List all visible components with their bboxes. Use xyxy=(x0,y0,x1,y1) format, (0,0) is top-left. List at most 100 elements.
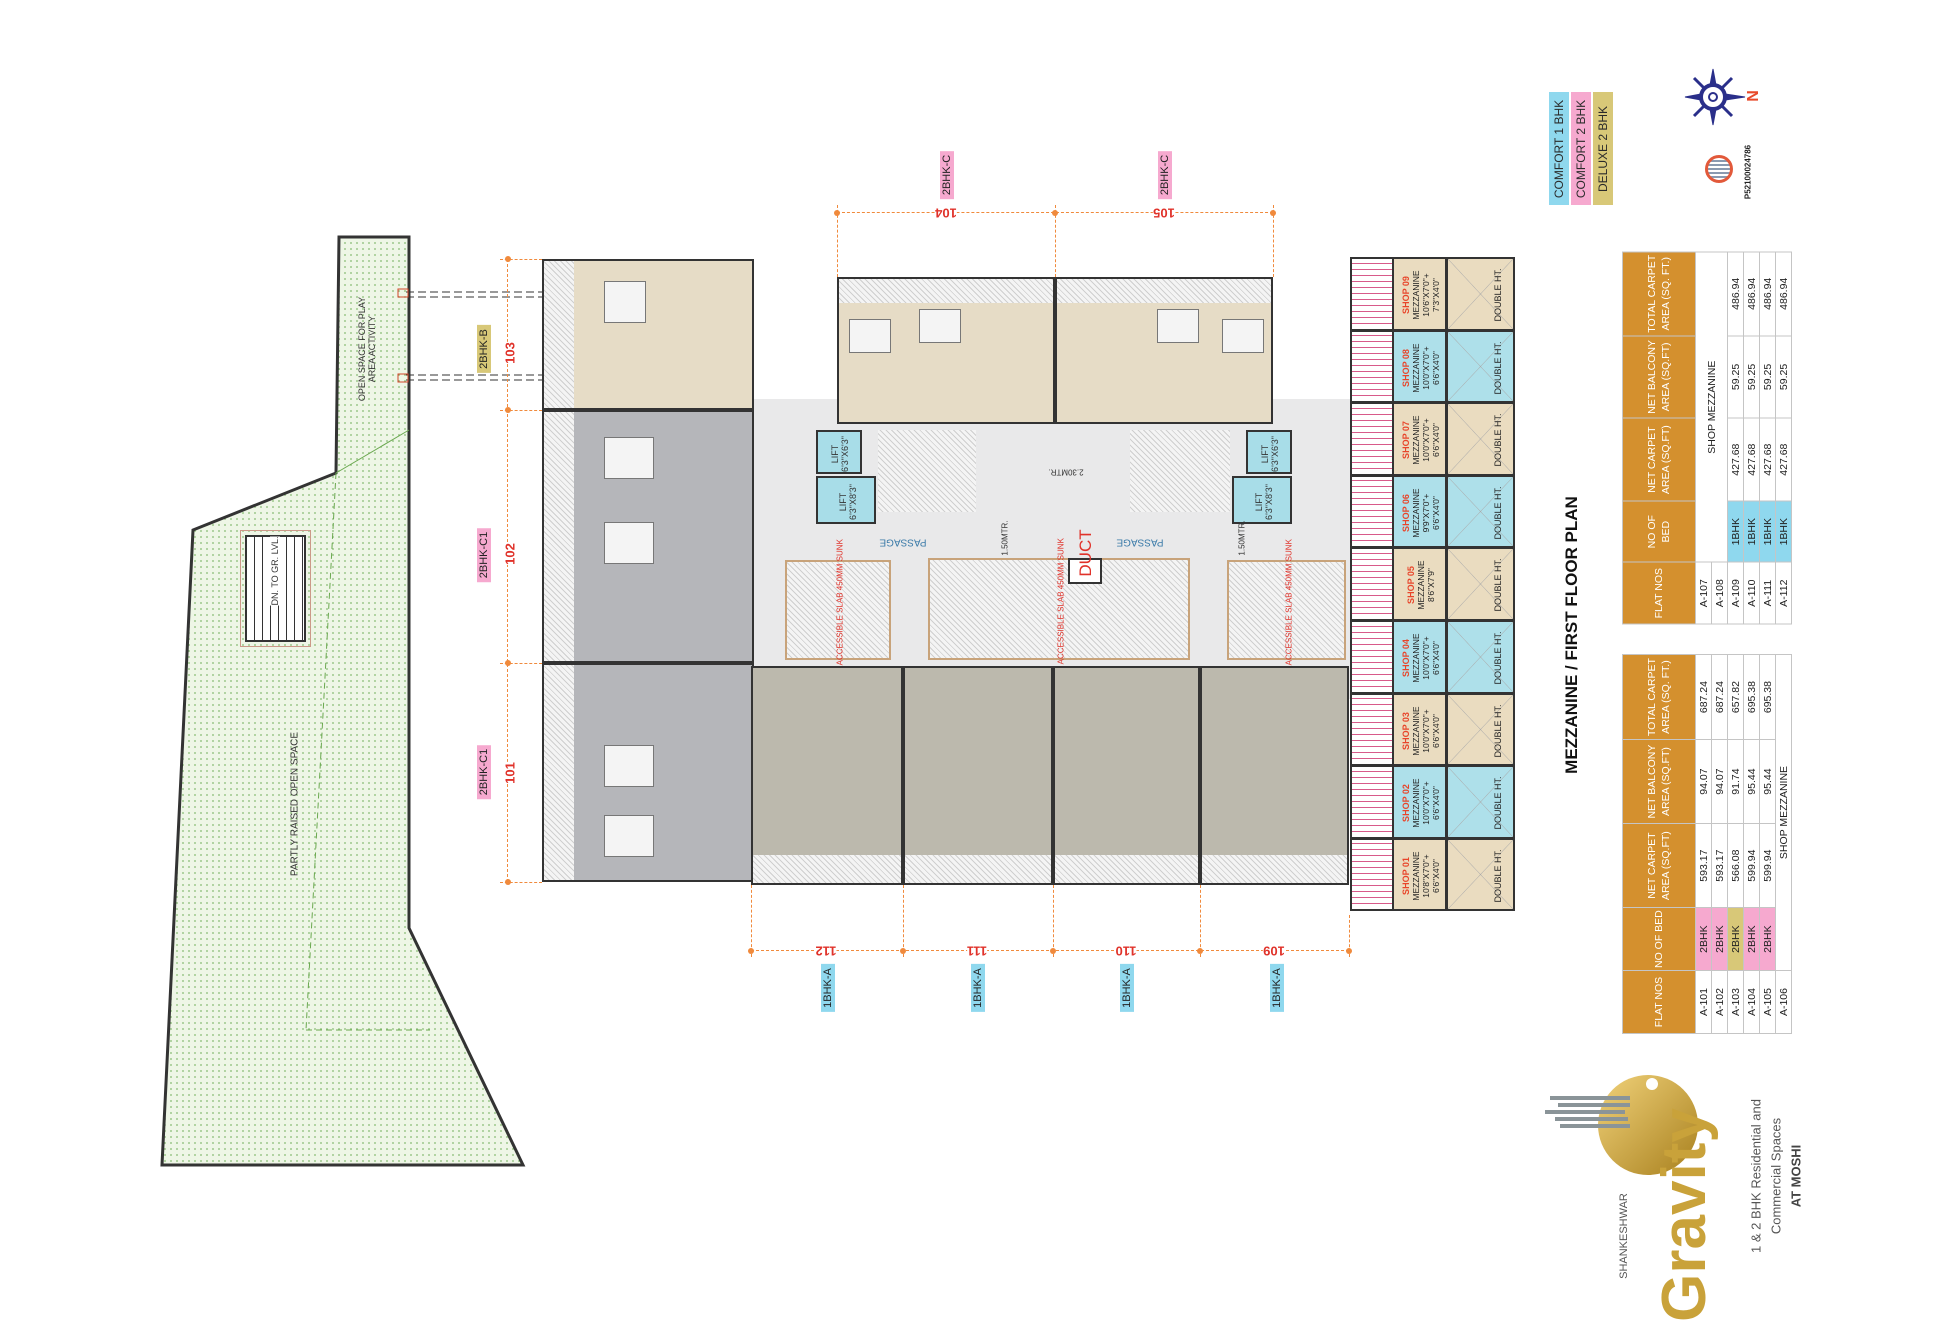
shop-dim-2: 6'6"X4'0" xyxy=(1431,786,1441,821)
table-header: FLAT NOS xyxy=(1622,562,1696,624)
shop-mezzanine-label: MEZZANINE xyxy=(1411,778,1421,828)
unit-109 xyxy=(1200,666,1349,885)
table-header: FLAT NOS xyxy=(1622,970,1696,1034)
passage-width-left: 1.50MTR. xyxy=(1000,520,1010,556)
row-note: SHOP MEZZANINE xyxy=(1775,654,1792,971)
table-header: TOTAL CARPET AREA (SQ. FT.) xyxy=(1622,252,1696,336)
bed-type: 2BHK xyxy=(1711,907,1728,971)
flat-no: A-102 xyxy=(1711,970,1728,1034)
flat-no: A-108 xyxy=(1711,562,1728,624)
shop-name: SHOP 03 xyxy=(1401,711,1411,750)
slab-top-left xyxy=(878,430,976,512)
lift-2: LIFT 6'3"X8'3" xyxy=(816,476,876,524)
double-height-label: DOUBLE HT. xyxy=(1493,704,1503,758)
shop-mezzanine-label: MEZZANINE xyxy=(1411,270,1421,320)
flat-no: A-103 xyxy=(1727,970,1744,1034)
legend-deluxe-2bhk: DELUXE 2 BHK xyxy=(1593,92,1613,205)
legend-comfort-2bhk: COMFORT 2 BHK xyxy=(1571,92,1591,205)
unit-type-tag: 2BHK-C1 xyxy=(477,527,491,583)
dimension-line-left xyxy=(507,259,508,882)
unit-type-tag: 2BHK-C xyxy=(1158,150,1172,200)
shop-dim-2: 6'6"X4'0" xyxy=(1431,713,1441,748)
shop-name: SHOP 06 xyxy=(1401,493,1411,532)
unit-111 xyxy=(903,666,1053,885)
shop-stair xyxy=(1352,404,1392,474)
net-balcony: 94.07 xyxy=(1695,739,1712,824)
unit-type-tag: 1BHK-A xyxy=(1120,964,1134,1012)
flat-no: A-111 xyxy=(1759,562,1776,624)
shop-name: SHOP 01 xyxy=(1401,856,1411,895)
shop-mezzanine-label: MEZZANINE xyxy=(1416,560,1426,610)
shop-double-height: DOUBLE HT. xyxy=(1448,404,1513,474)
shop-double-height: DOUBLE HT. xyxy=(1448,839,1513,910)
net-carpet: 427.68 xyxy=(1775,418,1792,502)
unit-110 xyxy=(1053,666,1200,885)
shop-name: SHOP 02 xyxy=(1401,784,1411,823)
logo-tagline-1: 1 & 2 BHK Residential and xyxy=(1748,1099,1764,1253)
bed-type: 1BHK xyxy=(1775,501,1792,563)
duct-label: DUCT xyxy=(1076,529,1095,577)
unit-number-112: 112 xyxy=(815,943,837,959)
table-header: NET CARPET AREA (SQ.FT) xyxy=(1622,418,1696,502)
unit-type-tag: 1BHK-A xyxy=(821,964,835,1012)
shop-stair xyxy=(1352,767,1392,837)
legend-label: COMFORT 2 BHK xyxy=(1574,99,1588,198)
net-carpet: 593.17 xyxy=(1711,823,1728,908)
shop-dim-1: 10'0"X7'0"+ xyxy=(1421,636,1431,680)
shop-double-height: DOUBLE HT. xyxy=(1448,259,1513,329)
table-header: NO OF BED xyxy=(1622,907,1696,971)
shop-mezzanine-label: MEZZANINE xyxy=(1411,488,1421,538)
passage-label-left: PASSAGE xyxy=(879,536,927,548)
double-height-label: DOUBLE HT. xyxy=(1493,776,1503,830)
shop-name: SHOP 07 xyxy=(1401,421,1411,460)
plan-title: MEZZANINE / FIRST FLOOR PLAN xyxy=(1562,496,1581,774)
legend-comfort-1bhk: COMFORT 1 BHK xyxy=(1549,92,1569,205)
rera-seal-icon xyxy=(1705,155,1733,183)
flat-no: A-106 xyxy=(1775,970,1792,1034)
shop-dim-2: 6'6"X4'0" xyxy=(1431,423,1441,458)
net-balcony: 94.07 xyxy=(1711,739,1728,824)
logo-tagline-3: AT MOSHI xyxy=(1788,1144,1804,1208)
net-carpet: 427.68 xyxy=(1743,418,1760,502)
net-balcony: 59.25 xyxy=(1775,335,1792,419)
table-header: NET CARPET AREA (SQ.FT) xyxy=(1622,823,1696,908)
double-height-label: DOUBLE HT. xyxy=(1493,631,1503,685)
shop-dim-2: 7'3"X4'0" xyxy=(1431,278,1441,312)
slab-label: NON ACCESSIBLE SLAB 450MM SUNK xyxy=(1284,539,1294,685)
net-balcony: 95.44 xyxy=(1759,739,1776,824)
unit-number-102: 102 xyxy=(502,543,518,565)
lift-3: LIFT 6'3"X6'3" xyxy=(1246,430,1292,474)
shop-name: SHOP 08 xyxy=(1401,348,1411,387)
double-height-label: DOUBLE HT. xyxy=(1493,849,1503,903)
shop-double-height: DOUBLE HT. xyxy=(1448,549,1513,619)
shop-dim-2: 6'6"X4'0" xyxy=(1431,350,1441,385)
shop-stair xyxy=(1352,259,1392,329)
shop-stair xyxy=(1352,839,1392,910)
unit-number-105: 105 xyxy=(1153,205,1175,221)
net-carpet: 599.94 xyxy=(1743,823,1760,908)
flat-no: A-107 xyxy=(1695,562,1712,624)
logo-tagline-2: Commercial Spaces xyxy=(1768,1117,1784,1235)
gravity-planet-icon xyxy=(1545,1075,1698,1175)
double-height-label: DOUBLE HT. xyxy=(1493,486,1503,540)
total-carpet: 695.38 xyxy=(1743,654,1760,740)
table-header: NO OF BED xyxy=(1622,501,1696,563)
north-compass-icon xyxy=(1684,68,1746,126)
shop-name: SHOP 04 xyxy=(1401,639,1411,677)
unit-number-111: 111 xyxy=(966,943,988,959)
shop-double-height: DOUBLE HT. xyxy=(1448,767,1513,837)
shop-mezzanine-label: MEZZANINE xyxy=(1411,415,1421,465)
unit-112 xyxy=(751,666,903,885)
double-height-label: DOUBLE HT. xyxy=(1493,268,1503,322)
bed-type: 2BHK xyxy=(1759,907,1776,971)
